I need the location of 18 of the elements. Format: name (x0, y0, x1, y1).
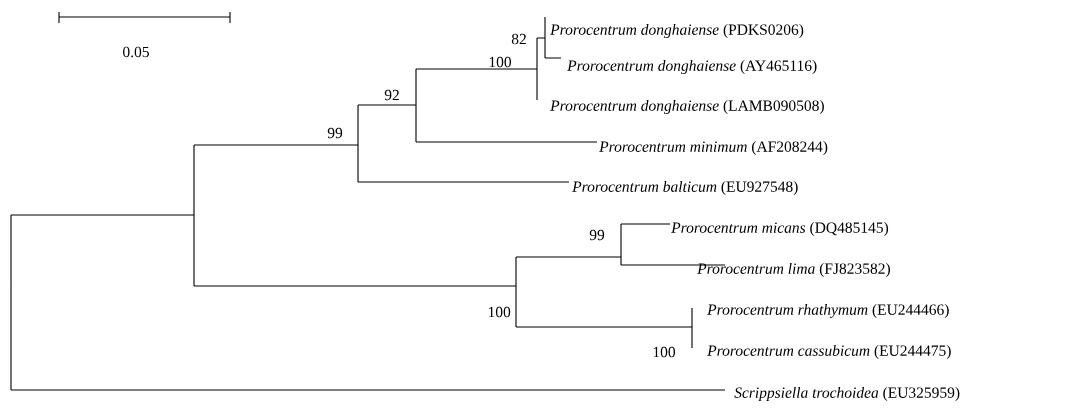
taxon-label: Prorocentrum donghaiense (PDKS0206) (550, 23, 804, 38)
taxon-label: Prorocentrum donghaiense (AY465116) (567, 59, 817, 74)
bootstrap-value: 100 (653, 346, 676, 358)
taxon-label: Prorocentrum rhathymum (EU244466) (707, 303, 949, 319)
bootstrap-value: 92 (384, 89, 399, 101)
taxon-label: Prorocentrum micans (DQ485145) (671, 221, 889, 237)
bootstrap-value: 100 (489, 56, 512, 68)
bootstrap-value: 82 (511, 33, 526, 45)
taxon-label: Prorocentrum balticum (EU927548) (572, 180, 798, 196)
scale-label: 0.05 (123, 46, 149, 58)
taxon-label: Prorocentrum minimum (AF208244) (599, 140, 828, 155)
taxon-label: Prorocentrum lima (FJ823582) (697, 262, 890, 278)
bootstrap-value: 99 (589, 229, 605, 241)
bootstrap-value: 99 (327, 127, 343, 139)
taxon-label: Prorocentrum cassubicum (EU244475) (707, 344, 951, 360)
bootstrap-value: 100 (488, 306, 511, 318)
taxon-label: Prorocentrum donghaiense (LAMB090508) (550, 99, 824, 114)
taxon-label: Scrippsiella trochoidea (EU325959) (734, 386, 960, 402)
